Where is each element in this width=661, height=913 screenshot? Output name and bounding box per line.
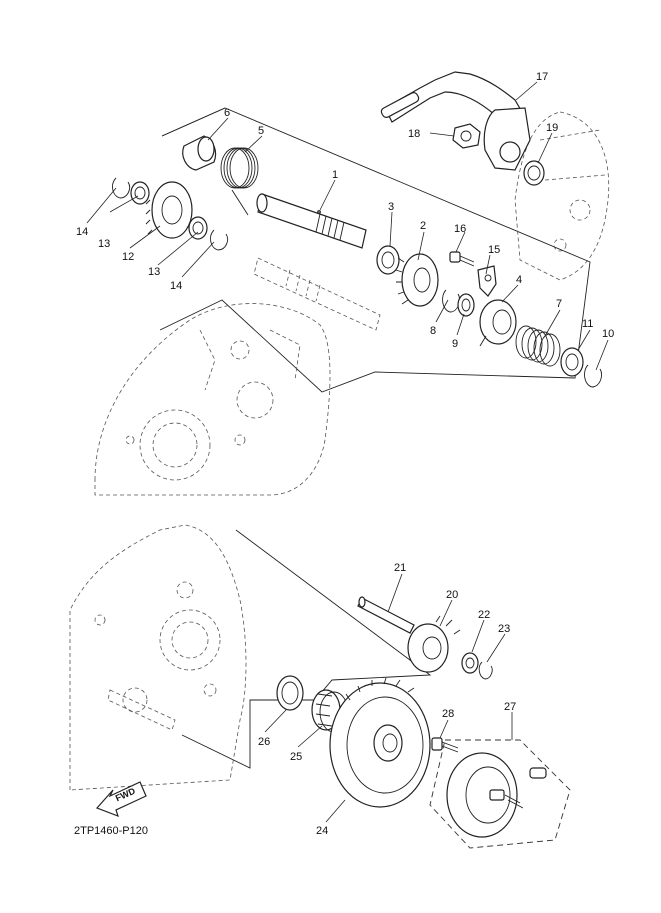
part-washer-26	[276, 675, 304, 711]
callout-1: 1	[332, 169, 338, 181]
part-oil-seal	[523, 160, 545, 186]
upper-assembly-outline	[159, 107, 591, 393]
part-washer-3	[376, 245, 400, 275]
part-idle-gear-2	[407, 615, 461, 673]
part-kick-crank	[380, 71, 531, 171]
part-nut	[452, 123, 481, 149]
callout-8: 8	[430, 325, 436, 337]
callout-14b: 14	[170, 280, 182, 292]
callout-3: 3	[388, 201, 394, 213]
callout-5: 5	[258, 125, 264, 137]
part-circlip-a	[112, 177, 131, 199]
part-washer-11	[560, 347, 584, 377]
callout-9: 9	[452, 338, 458, 350]
part-starter-clutch	[446, 752, 547, 838]
callout-13b: 13	[148, 266, 160, 278]
part-kick-gear	[395, 253, 439, 307]
part-circlip-8	[442, 289, 461, 313]
part-circlip-b	[210, 229, 229, 251]
callout-23: 23	[498, 623, 510, 635]
transmission-shaft-ghost	[253, 257, 381, 331]
starter-clutch-assy-outline	[429, 739, 571, 849]
callout-13a: 13	[98, 238, 110, 250]
callout-19: 19	[546, 122, 558, 134]
callout-11: 11	[582, 318, 593, 330]
callout-12: 12	[122, 251, 134, 263]
part-compression-spring	[515, 325, 561, 367]
part-shaft	[357, 596, 415, 634]
callout-18: 18	[408, 128, 420, 140]
callout-28: 28	[442, 708, 454, 720]
callout-20: 20	[446, 589, 458, 601]
callout-22: 22	[478, 609, 490, 621]
crankcase-left-upper	[94, 303, 331, 496]
part-circlip-23	[478, 661, 493, 680]
crankcase-left-lower	[69, 524, 247, 791]
part-torsion-spring	[220, 147, 259, 216]
part-bolt	[449, 251, 475, 267]
part-washer-9	[457, 293, 475, 317]
callout-10: 10	[602, 328, 614, 340]
part-idle-gear	[145, 181, 193, 239]
part-kick-axle	[256, 193, 367, 249]
part-washer-a	[130, 181, 150, 205]
part-bush	[182, 135, 217, 171]
part-ratchet-wheel	[479, 299, 517, 347]
part-plate	[477, 265, 497, 297]
callout-numbers: 1 2 3 4 5 6 7 8 9 10 11 12 13 13 14 14 1…	[76, 71, 614, 837]
part-starter-wheel-gear	[329, 677, 431, 808]
part-washer-22	[461, 652, 479, 674]
callout-25: 25	[290, 751, 302, 763]
callout-16: 16	[454, 223, 466, 235]
callout-6: 6	[224, 107, 230, 119]
callout-15: 15	[488, 244, 500, 256]
part-circlip-10	[584, 364, 603, 388]
callout-7: 7	[556, 298, 562, 310]
callout-26: 26	[258, 736, 270, 748]
callout-27: 27	[504, 701, 516, 713]
callout-24: 24	[316, 825, 328, 837]
diagram-code: 2TP1460-P120	[74, 825, 148, 837]
part-washer-b	[188, 216, 208, 240]
callout-4: 4	[516, 274, 522, 286]
callout-14a: 14	[76, 226, 88, 238]
callout-21: 21	[394, 562, 406, 574]
leader-lines	[86, 81, 609, 823]
callout-17: 17	[536, 71, 548, 83]
callout-2: 2	[420, 220, 426, 232]
